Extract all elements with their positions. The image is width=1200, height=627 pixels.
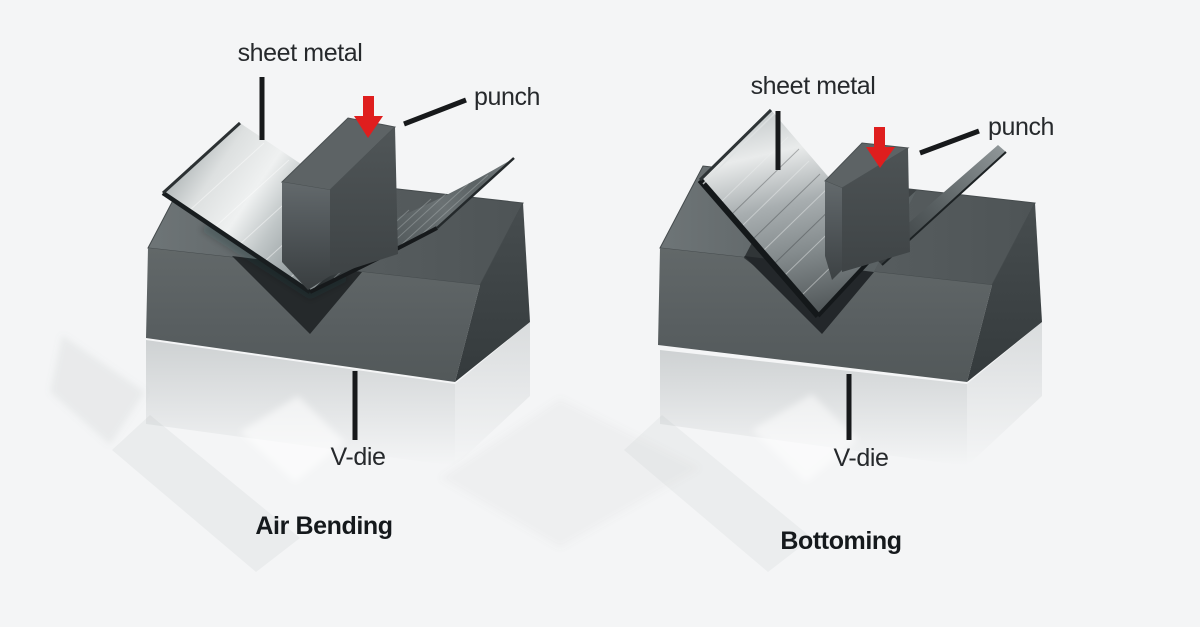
punch-label: punch (987, 113, 1055, 141)
reflection (967, 322, 1042, 466)
sheet-side-edge (161, 121, 242, 195)
punch-front-face (842, 148, 910, 272)
punch-front-face (330, 127, 398, 276)
sheet-front-edge (161, 191, 312, 294)
force-arrow-icon (354, 96, 383, 138)
sheet-metal-label: sheet metal (750, 72, 876, 100)
reflection (112, 415, 300, 572)
punch-label: punch (473, 83, 541, 111)
bottoming-diagram (658, 108, 1042, 440)
sheet-side-edge (698, 108, 773, 182)
punch-callout-line (403, 97, 467, 127)
diagram-title: Bottoming (780, 527, 902, 555)
sheet-tip-edge (436, 157, 515, 229)
reflection (440, 398, 700, 548)
floor-reflections (50, 322, 1042, 572)
sheet-front-edge (697, 178, 821, 318)
reflection (752, 394, 858, 482)
reflection (50, 335, 145, 445)
v-die-label: V-die (330, 443, 386, 471)
sheet-metal-label: sheet metal (237, 39, 363, 67)
v-die-label: V-die (833, 444, 889, 472)
punch-left-face (282, 182, 330, 290)
v-die-side-face (455, 203, 530, 382)
reflection (624, 415, 812, 572)
reflection (455, 322, 530, 466)
sheet-thickness-highlight (702, 113, 775, 185)
v-die-side-face (967, 203, 1042, 382)
force-arrow-icon (866, 127, 895, 168)
air-bending-diagram (146, 77, 530, 440)
reflection (240, 396, 345, 482)
punch-left-face (825, 181, 842, 280)
punch-callout-line (919, 128, 980, 156)
diagram-title: Air Bending (255, 512, 393, 540)
sheet-front-edge (816, 258, 872, 318)
